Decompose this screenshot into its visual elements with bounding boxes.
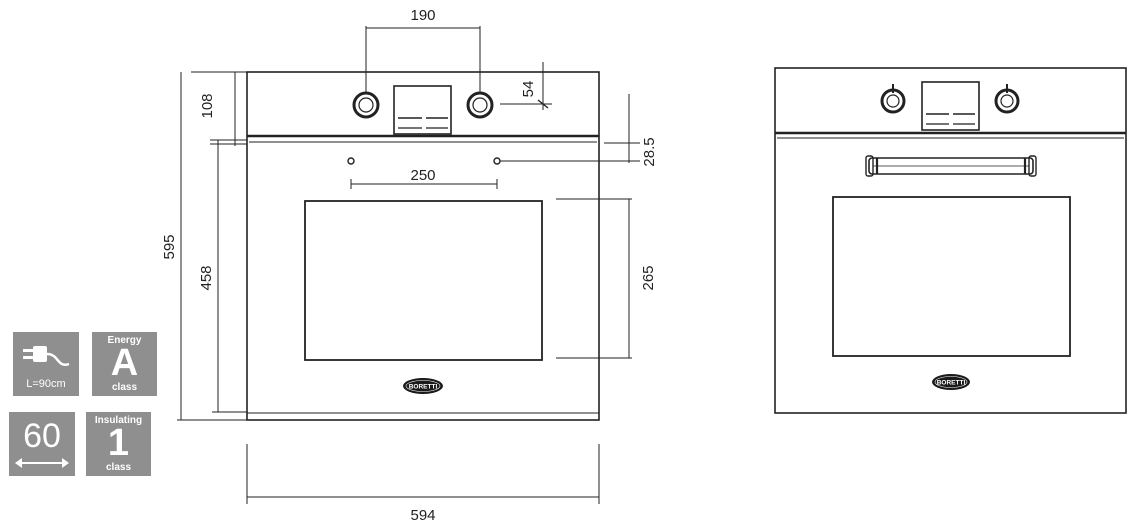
oven-front-view: [774, 67, 1127, 414]
oven-window: [304, 200, 543, 361]
right-view-brand-logo: BORETTI: [932, 374, 970, 390]
oven-handle: [865, 155, 1037, 177]
dim-door-height: 458: [198, 265, 215, 290]
dim-cavity-height: 265: [640, 265, 657, 290]
handle-mount-right: [493, 157, 501, 165]
right-view-window: [832, 196, 1071, 357]
dimension-lines: [177, 26, 640, 504]
right-view-brand-logo-text: BORETTI: [937, 380, 966, 387]
dim-total-width: 594: [410, 507, 435, 524]
plug-icon: [23, 346, 70, 366]
insulating-label: Insulating: [94, 415, 143, 426]
dim-gap: 28.5: [641, 137, 658, 166]
display-panel: [393, 85, 452, 135]
right-view-display: [921, 81, 980, 131]
insulating-class-value: 1: [107, 422, 130, 464]
double-arrow-icon: [15, 458, 69, 468]
right-knob-icon: [466, 91, 494, 119]
oven-body: [246, 71, 600, 421]
insulating-class-badge: Insulating 1 class: [86, 412, 151, 476]
dim-total-height: 595: [161, 234, 178, 259]
dim-top-width: 190: [410, 7, 435, 24]
energy-class-badge: Energy A class: [92, 332, 157, 396]
energy-class-value: A: [110, 342, 139, 384]
cable-length-badge: L=90cm: [13, 332, 79, 396]
insulating-class-suffix: class: [105, 462, 132, 473]
left-knob-icon: [352, 91, 380, 119]
energy-class-suffix: class: [111, 382, 138, 393]
cable-length-label: L=90cm: [26, 378, 66, 390]
right-view-right-knob-icon: [994, 84, 1020, 114]
width-value: 60: [23, 417, 61, 455]
dim-panel-height: 108: [199, 93, 216, 118]
brand-logo: BORETTI: [403, 378, 443, 394]
handle-mount-left: [347, 157, 355, 165]
oven-dimensioned-view: [246, 71, 600, 421]
width-badge: 60: [9, 412, 75, 476]
brand-logo-text: BORETTI: [409, 384, 438, 391]
right-view-left-knob-icon: [880, 84, 906, 114]
oven-body-right: [774, 67, 1127, 414]
dim-cavity-width: 250: [410, 167, 435, 184]
energy-label: Energy: [107, 335, 142, 346]
dim-control-height: 54: [520, 81, 537, 98]
